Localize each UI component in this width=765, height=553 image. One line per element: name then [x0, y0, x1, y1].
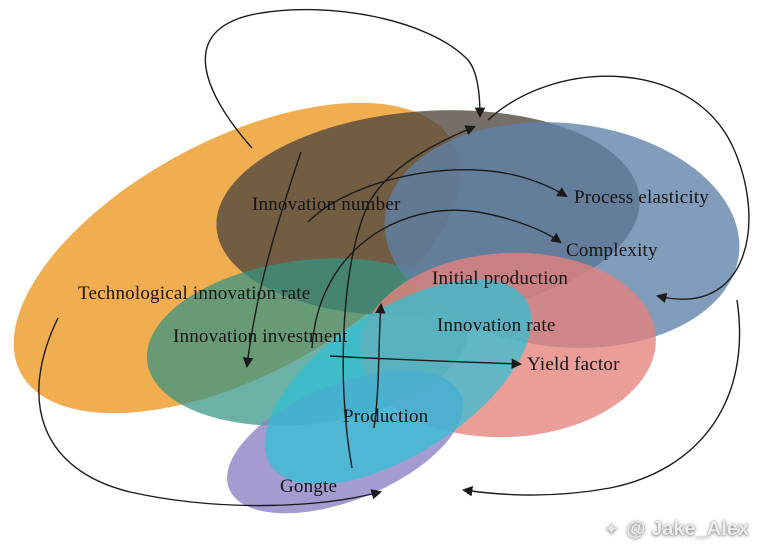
label-yield-factor: Yield factor [527, 354, 620, 375]
label-innovation-number: Innovation number [252, 194, 401, 215]
watermark: ✦ @ Jake_Alex [604, 518, 749, 541]
cyan-ellipse [264, 279, 532, 485]
arrow-to-innovation-investment [242, 151, 302, 369]
arrow-production-to-center [373, 302, 386, 429]
arrow-to-complexity [311, 209, 562, 349]
arrow-to-yield-factor [329, 355, 523, 369]
arrow-top-right-loop-to-complexity-region [487, 75, 750, 304]
arrow-bottom-to-top-junction [342, 125, 476, 469]
label-innovation-investment: Innovation investment [173, 326, 348, 347]
sparkle-icon: ✦ [603, 519, 620, 539]
label-gongte: Gongte [280, 476, 338, 497]
label-complexity: Complexity [566, 240, 658, 261]
arrow-top-left-loop [204, 8, 486, 149]
label-process-elasticity: Process elasticity [574, 187, 709, 208]
arrow-bottom-right-loop [461, 299, 741, 497]
watermark-text: @ Jake_Alex [626, 518, 749, 540]
label-production: Production [343, 406, 429, 427]
label-technological-innovation-rate: Technological innovation rate [78, 283, 311, 304]
label-initial-production: Initial production [432, 268, 569, 289]
arrow-to-process-elasticity [307, 169, 568, 223]
label-innovation-rate: Innovation rate [437, 315, 556, 336]
arrow-bottom-left-loop-to-gongte [38, 317, 383, 507]
